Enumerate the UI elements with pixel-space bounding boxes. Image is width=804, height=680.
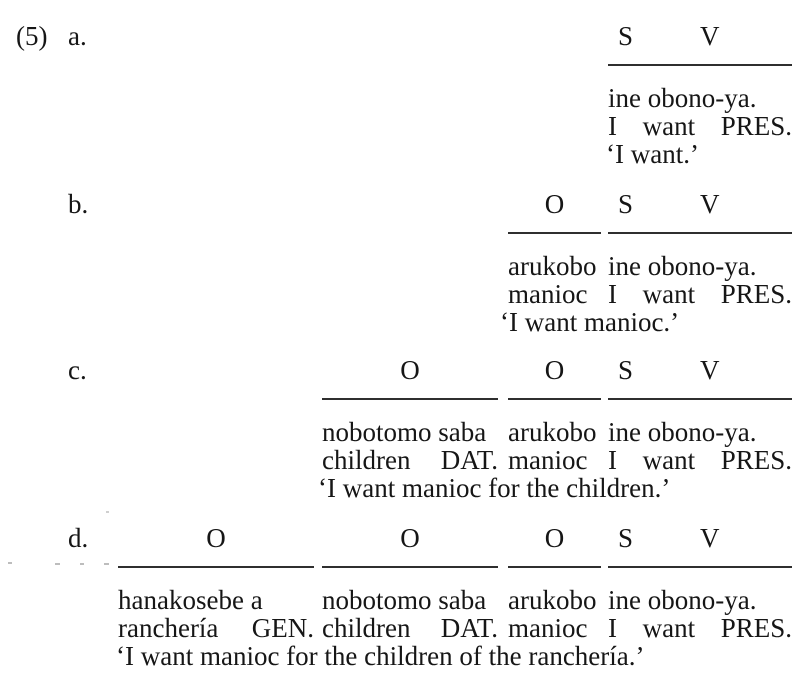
header-o: O bbox=[400, 355, 420, 385]
header-s: S bbox=[618, 523, 634, 553]
gloss-word: PRES. bbox=[720, 279, 792, 309]
constituent-headers: S V bbox=[608, 190, 792, 218]
translation-line: ‘I want manioc for the children.’ bbox=[318, 473, 671, 503]
gloss-word: want bbox=[642, 613, 696, 643]
constituent-underline bbox=[508, 232, 601, 234]
gloss-line: I want PRES. bbox=[608, 112, 792, 140]
gloss-word: I bbox=[608, 613, 617, 643]
header-o: O bbox=[544, 189, 565, 219]
vernacular-text: arukobo bbox=[508, 417, 597, 447]
vernacular-text: nobotomo saba bbox=[322, 585, 487, 615]
vernacular-text: ine obono-ya. bbox=[608, 251, 757, 281]
example-item-a: a. S V ine obono-ya. I want PRES. ‘I wan… bbox=[0, 22, 804, 178]
translation-line: ‘I want manioc for the children of the r… bbox=[116, 641, 645, 671]
scan-speck bbox=[8, 562, 12, 564]
constituent-headers: S V bbox=[608, 356, 792, 384]
constituent-underline bbox=[508, 398, 601, 400]
gloss-line: I want PRES. bbox=[608, 280, 792, 308]
translation-line: ‘I want manioc.’ bbox=[500, 307, 680, 337]
item-label-a: a. bbox=[68, 21, 87, 51]
scan-speck bbox=[104, 563, 109, 565]
gloss-word: DAT. bbox=[440, 613, 498, 643]
gloss-line: manioc bbox=[508, 446, 601, 474]
gloss-word: want bbox=[642, 279, 696, 309]
gloss-word: PRES. bbox=[720, 111, 792, 141]
gloss-line: I want PRES. bbox=[608, 614, 792, 642]
gloss-word: PRES. bbox=[720, 613, 792, 643]
gloss-word: GEN. bbox=[251, 613, 314, 643]
header-v: V bbox=[700, 523, 720, 553]
example-item-c: c. O nobotomo saba children DAT. O aruko… bbox=[0, 356, 804, 512]
constituent-underline bbox=[608, 398, 792, 400]
header-s: S bbox=[618, 355, 634, 385]
item-label-c: c. bbox=[68, 355, 87, 385]
header-v: V bbox=[700, 21, 720, 51]
gloss-word: want bbox=[642, 111, 696, 141]
header-o: O bbox=[544, 355, 565, 385]
header-o: O bbox=[400, 523, 420, 553]
constituent-underline bbox=[118, 566, 314, 568]
vernacular-text: ine obono-ya. bbox=[608, 417, 757, 447]
gloss-word: PRES. bbox=[720, 445, 792, 475]
header-o: O bbox=[544, 523, 565, 553]
example-item-b: b. O arukobo manioc S V ine obono-ya. I … bbox=[0, 190, 804, 346]
gloss-word: ranchería bbox=[118, 613, 219, 643]
gloss-word: manioc bbox=[508, 445, 588, 475]
vernacular-text: nobotomo saba bbox=[322, 417, 487, 447]
scan-speck bbox=[55, 563, 60, 565]
vernacular-text: ine obono-ya. bbox=[608, 83, 757, 113]
header-v: V bbox=[700, 355, 720, 385]
constituent-underline bbox=[322, 398, 498, 400]
gloss-word: children bbox=[322, 445, 411, 475]
constituent-underline bbox=[608, 232, 792, 234]
translation-line: ‘I want.’ bbox=[606, 139, 699, 169]
gloss-line: children DAT. bbox=[322, 446, 498, 474]
gloss-word: DAT. bbox=[440, 445, 498, 475]
gloss-word: manioc bbox=[508, 279, 588, 309]
header-v: V bbox=[700, 189, 720, 219]
gloss-line: children DAT. bbox=[322, 614, 498, 642]
example-number: (5) bbox=[16, 21, 48, 51]
gloss-word: manioc bbox=[508, 613, 588, 643]
constituent-underline bbox=[608, 64, 792, 66]
scan-speck bbox=[80, 563, 84, 565]
vernacular-text: arukobo bbox=[508, 585, 597, 615]
constituent-underline bbox=[322, 566, 498, 568]
header-o: O bbox=[206, 523, 226, 553]
header-s: S bbox=[618, 21, 634, 51]
gloss-word: I bbox=[608, 279, 617, 309]
gloss-word: I bbox=[608, 445, 617, 475]
header-s: S bbox=[618, 189, 634, 219]
gloss-line: ranchería GEN. bbox=[118, 614, 314, 642]
vernacular-text: ine obono-ya. bbox=[608, 585, 757, 615]
gloss-word: I bbox=[608, 111, 617, 141]
constituent-underline bbox=[508, 566, 601, 568]
scan-speck bbox=[106, 511, 109, 513]
vernacular-text: arukobo bbox=[508, 251, 597, 281]
gloss-line: I want PRES. bbox=[608, 446, 792, 474]
example-item-d: d. O hanakosebe a ranchería GEN. O nobot… bbox=[0, 524, 804, 680]
gloss-line: manioc bbox=[508, 280, 601, 308]
constituent-headers: S V bbox=[608, 524, 792, 552]
vernacular-text: hanakosebe a bbox=[118, 585, 263, 615]
gloss-word: want bbox=[642, 445, 696, 475]
item-label-d: d. bbox=[68, 523, 89, 553]
gloss-word: children bbox=[322, 613, 411, 643]
item-label-b: b. bbox=[68, 189, 89, 219]
constituent-headers: S V bbox=[608, 22, 792, 50]
constituent-underline bbox=[608, 566, 792, 568]
gloss-line: manioc bbox=[508, 614, 601, 642]
